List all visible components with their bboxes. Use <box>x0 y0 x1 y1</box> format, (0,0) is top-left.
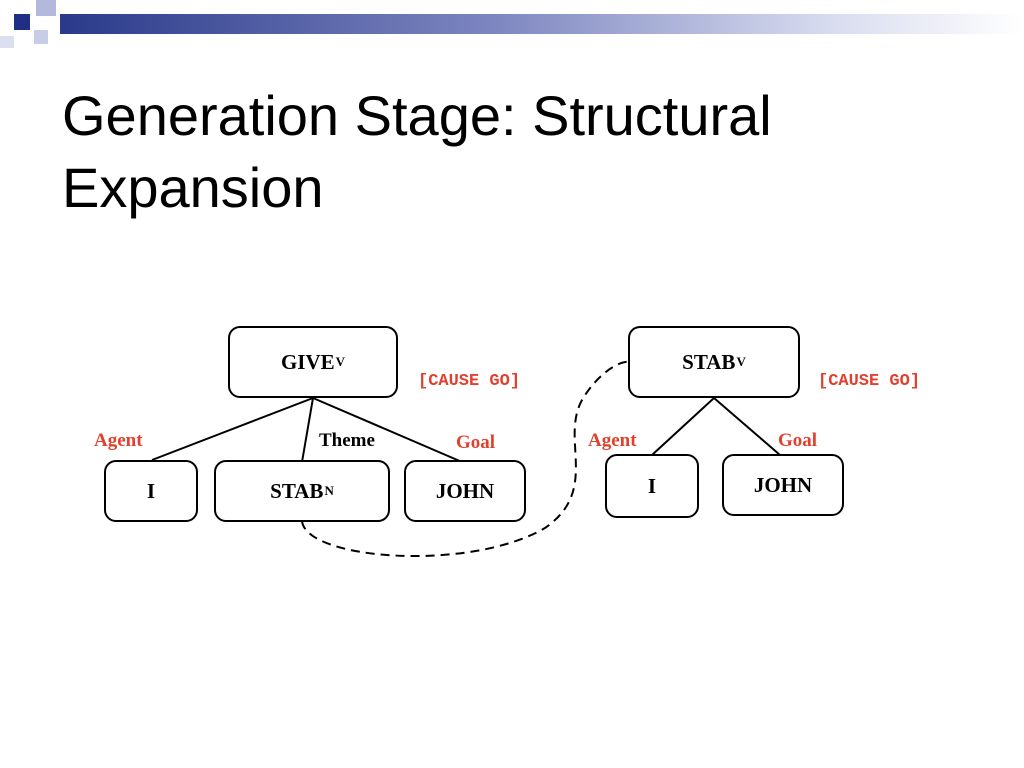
right-primitive: [CAUSE GO] <box>818 372 921 391</box>
edge-stab-v-to-i <box>651 397 715 456</box>
deco-square-pale <box>0 36 14 48</box>
deco-square-navy <box>14 14 30 30</box>
node-give-v-label: GIVE <box>280 349 335 374</box>
edge-give-to-stab-n <box>301 397 314 463</box>
node-stab-n-subscript: N <box>324 483 334 498</box>
node-stab-n-label: STAB <box>270 478 324 503</box>
node-i-left: I <box>104 460 198 522</box>
dashed-expansion-link <box>301 360 631 558</box>
right-role-goal: Goal <box>778 430 818 451</box>
edge-stab-v-to-john <box>713 397 781 456</box>
node-john-right: JOHN <box>722 454 844 516</box>
deco-square-light <box>34 30 48 44</box>
edge-give-to-i <box>151 397 314 461</box>
node-john-left: JOHN <box>404 460 526 522</box>
node-john-left-label: JOHN <box>435 478 495 503</box>
left-role-goal: Goal <box>456 432 496 453</box>
left-role-agent: Agent <box>94 430 143 451</box>
header-gradient-bar <box>60 14 1024 34</box>
left-role-theme: Theme <box>319 430 375 451</box>
node-give-v-subscript: V <box>335 354 346 369</box>
node-i-left-label: I <box>146 478 156 503</box>
node-i-right: I <box>605 454 699 518</box>
slide-title: Generation Stage: Structural Expansion <box>62 80 772 224</box>
edge-give-to-john <box>312 397 463 463</box>
node-stab-v-subscript: V <box>736 354 746 369</box>
right-role-agent: Agent <box>588 430 637 451</box>
node-i-right-label: I <box>647 473 657 498</box>
deco-square-lavender <box>36 0 56 16</box>
node-stab-v-label: STAB <box>682 349 736 374</box>
node-john-right-label: JOHN <box>753 472 813 497</box>
left-primitive: [CAUSE GO] <box>418 372 521 391</box>
slide-title-line-2: Expansion <box>62 156 324 219</box>
slide-title-line-1: Generation Stage: Structural <box>62 84 772 147</box>
